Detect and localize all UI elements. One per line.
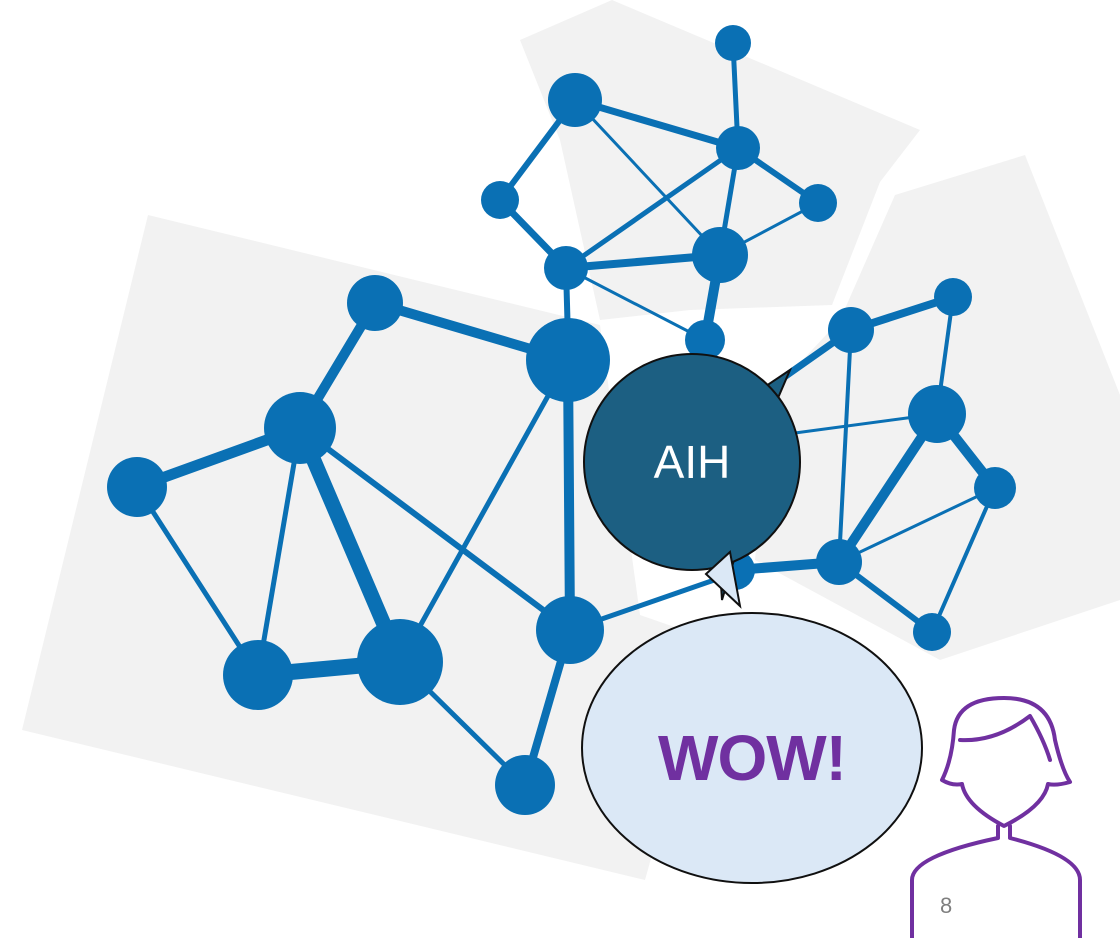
wow-bubble-tail [704, 550, 742, 609]
node [223, 640, 293, 710]
edge [837, 486, 997, 564]
edge [834, 409, 942, 567]
edge [573, 98, 722, 257]
edge [837, 328, 853, 564]
edge [397, 357, 571, 665]
node [716, 126, 760, 170]
node [816, 539, 862, 585]
node [913, 613, 951, 651]
node [481, 181, 519, 219]
node [799, 184, 837, 222]
node [828, 307, 874, 353]
node [107, 457, 167, 517]
aih-bubble-label: AIH [654, 436, 731, 488]
node [908, 385, 966, 443]
node [536, 596, 604, 664]
edge [930, 486, 997, 634]
edge [571, 96, 742, 152]
node [264, 392, 336, 464]
person-icon [910, 696, 1082, 938]
network-right [715, 278, 1016, 651]
aih-bubble-shape [583, 353, 801, 571]
edge [255, 425, 303, 678]
edge [297, 425, 573, 633]
wow-bubble-shape [581, 612, 923, 884]
network-left [107, 275, 723, 815]
edge [564, 266, 707, 342]
wow-bubble: WOW! [581, 550, 923, 884]
node [526, 318, 610, 402]
node [692, 227, 748, 283]
network-top [481, 25, 837, 360]
node [347, 275, 403, 331]
node [544, 246, 588, 290]
edge [563, 145, 741, 271]
node [934, 278, 972, 316]
node [548, 73, 602, 127]
node [357, 619, 443, 705]
node [974, 467, 1016, 509]
edge [134, 484, 261, 678]
node [685, 320, 725, 360]
node [495, 755, 555, 815]
wow-bubble-label: WOW! [658, 722, 846, 794]
node [715, 25, 751, 61]
edge [563, 355, 575, 635]
slide-number: 8 [940, 893, 953, 918]
